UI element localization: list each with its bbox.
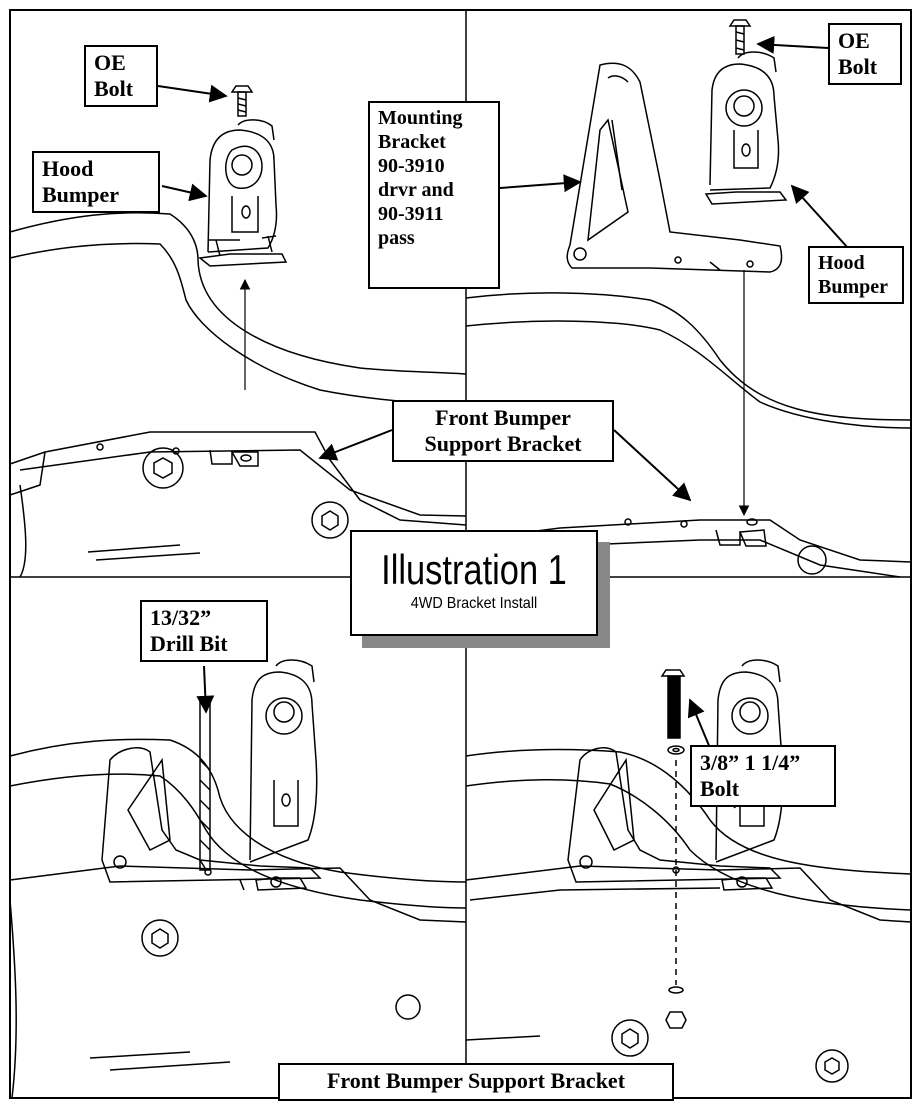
callout-line: Bolt — [94, 76, 134, 101]
illustration-title: Illustration 1 — [381, 546, 567, 593]
callout-line: Front Bumper Support Bracket — [326, 1068, 626, 1093]
callout-line: Hood — [42, 156, 94, 181]
hood-bumper-left-callout: Hood Bumper — [32, 151, 160, 213]
callout-line: Mounting — [378, 107, 463, 129]
illustration-title-box: Illustration 1 4WD Bracket Install — [350, 530, 598, 636]
callout-line: Bolt — [700, 776, 740, 801]
callout-line: pass — [378, 227, 415, 249]
callout-line: drvr and — [378, 179, 454, 201]
callout-line: 90-3911 — [378, 203, 444, 225]
hood-bumper-right-callout: Hood Bumper — [808, 246, 904, 304]
callout-line: Bracket — [378, 131, 446, 153]
callout-line: 90-3910 — [378, 155, 445, 177]
panel-bottom-right — [465, 659, 912, 1083]
panel-bottom-left — [9, 659, 467, 1099]
callout-line: OE — [94, 50, 126, 75]
callout-line: 13/32” — [150, 605, 212, 630]
callout-line: 3/8” 1 1/4” — [700, 750, 801, 775]
front-bumper-support-bottom-callout: Front Bumper Support Bracket — [278, 1063, 674, 1101]
front-bumper-support-top-callout: Front Bumper Support Bracket — [392, 400, 614, 462]
callout-line: Bumper — [818, 276, 888, 298]
mounting-bracket-callout: Mounting Bracket 90-3910 drvr and 90-391… — [368, 101, 500, 289]
callout-line: Front Bumper — [435, 405, 571, 430]
bolt-size-callout: 3/8” 1 1/4” Bolt — [690, 745, 836, 807]
oe-bolt-right-callout: OE Bolt — [828, 23, 902, 85]
callout-line: OE — [838, 28, 870, 53]
drill-bit-callout: 13/32” Drill Bit — [140, 600, 268, 662]
illustration-subtitle: 4WD Bracket Install — [410, 595, 538, 612]
callout-line: Drill Bit — [150, 631, 228, 656]
panel-top-left — [9, 85, 467, 578]
oe-bolt-left-callout: OE Bolt — [84, 45, 158, 107]
callout-line: Support Bracket — [424, 431, 582, 456]
callout-line: Hood — [818, 252, 865, 274]
callout-line: Bumper — [42, 182, 119, 207]
callout-line: Bolt — [838, 54, 878, 79]
